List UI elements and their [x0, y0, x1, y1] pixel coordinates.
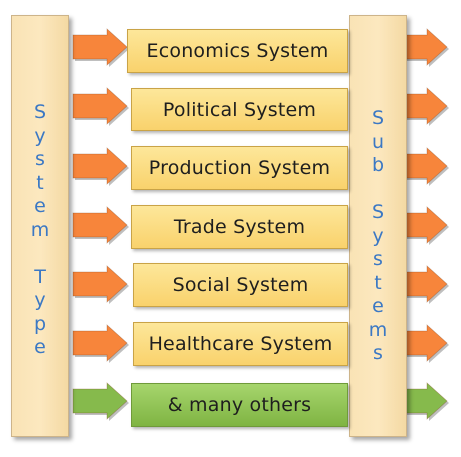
input-arrow-0: [72, 28, 128, 66]
system-box-others: & many others: [131, 383, 348, 427]
output-arrow-5: [404, 324, 448, 362]
output-arrow-2: [404, 147, 448, 185]
system-type-label: S y s t e m T y p e: [30, 101, 50, 358]
system-box-label: Production System: [148, 157, 331, 179]
input-arrow-2: [72, 147, 128, 185]
sub-systems-label: S u b S y s t e m s: [368, 107, 388, 364]
system-type-column: S y s t e m T y p e: [11, 15, 69, 437]
system-box-trade: Trade System: [131, 205, 348, 249]
output-arrow-4: [404, 265, 448, 303]
output-arrow-1: [404, 87, 448, 125]
input-arrow-6: [72, 382, 128, 420]
system-box-label: & many others: [167, 394, 312, 416]
system-box-healthcare: Healthcare System: [133, 322, 348, 366]
input-arrow-5: [72, 324, 128, 362]
system-box-label: Trade System: [173, 216, 306, 238]
system-box-label: Healthcare System: [148, 333, 333, 355]
system-box-social: Social System: [133, 263, 348, 307]
output-arrow-6: [404, 382, 448, 420]
sub-systems-column: S u b S y s t e m s: [349, 15, 407, 437]
system-box-label: Social System: [172, 274, 309, 296]
system-box-economics: Economics System: [127, 29, 348, 73]
system-box-label: Political System: [162, 98, 317, 121]
input-arrow-1: [72, 87, 128, 125]
input-arrow-3: [72, 206, 128, 244]
system-box-production: Production System: [131, 146, 348, 190]
output-arrow-0: [404, 28, 448, 66]
input-arrow-4: [72, 265, 128, 303]
system-box-label: Economics System: [146, 40, 329, 62]
system-box-political: Political System: [131, 88, 348, 131]
output-arrow-3: [404, 206, 448, 244]
